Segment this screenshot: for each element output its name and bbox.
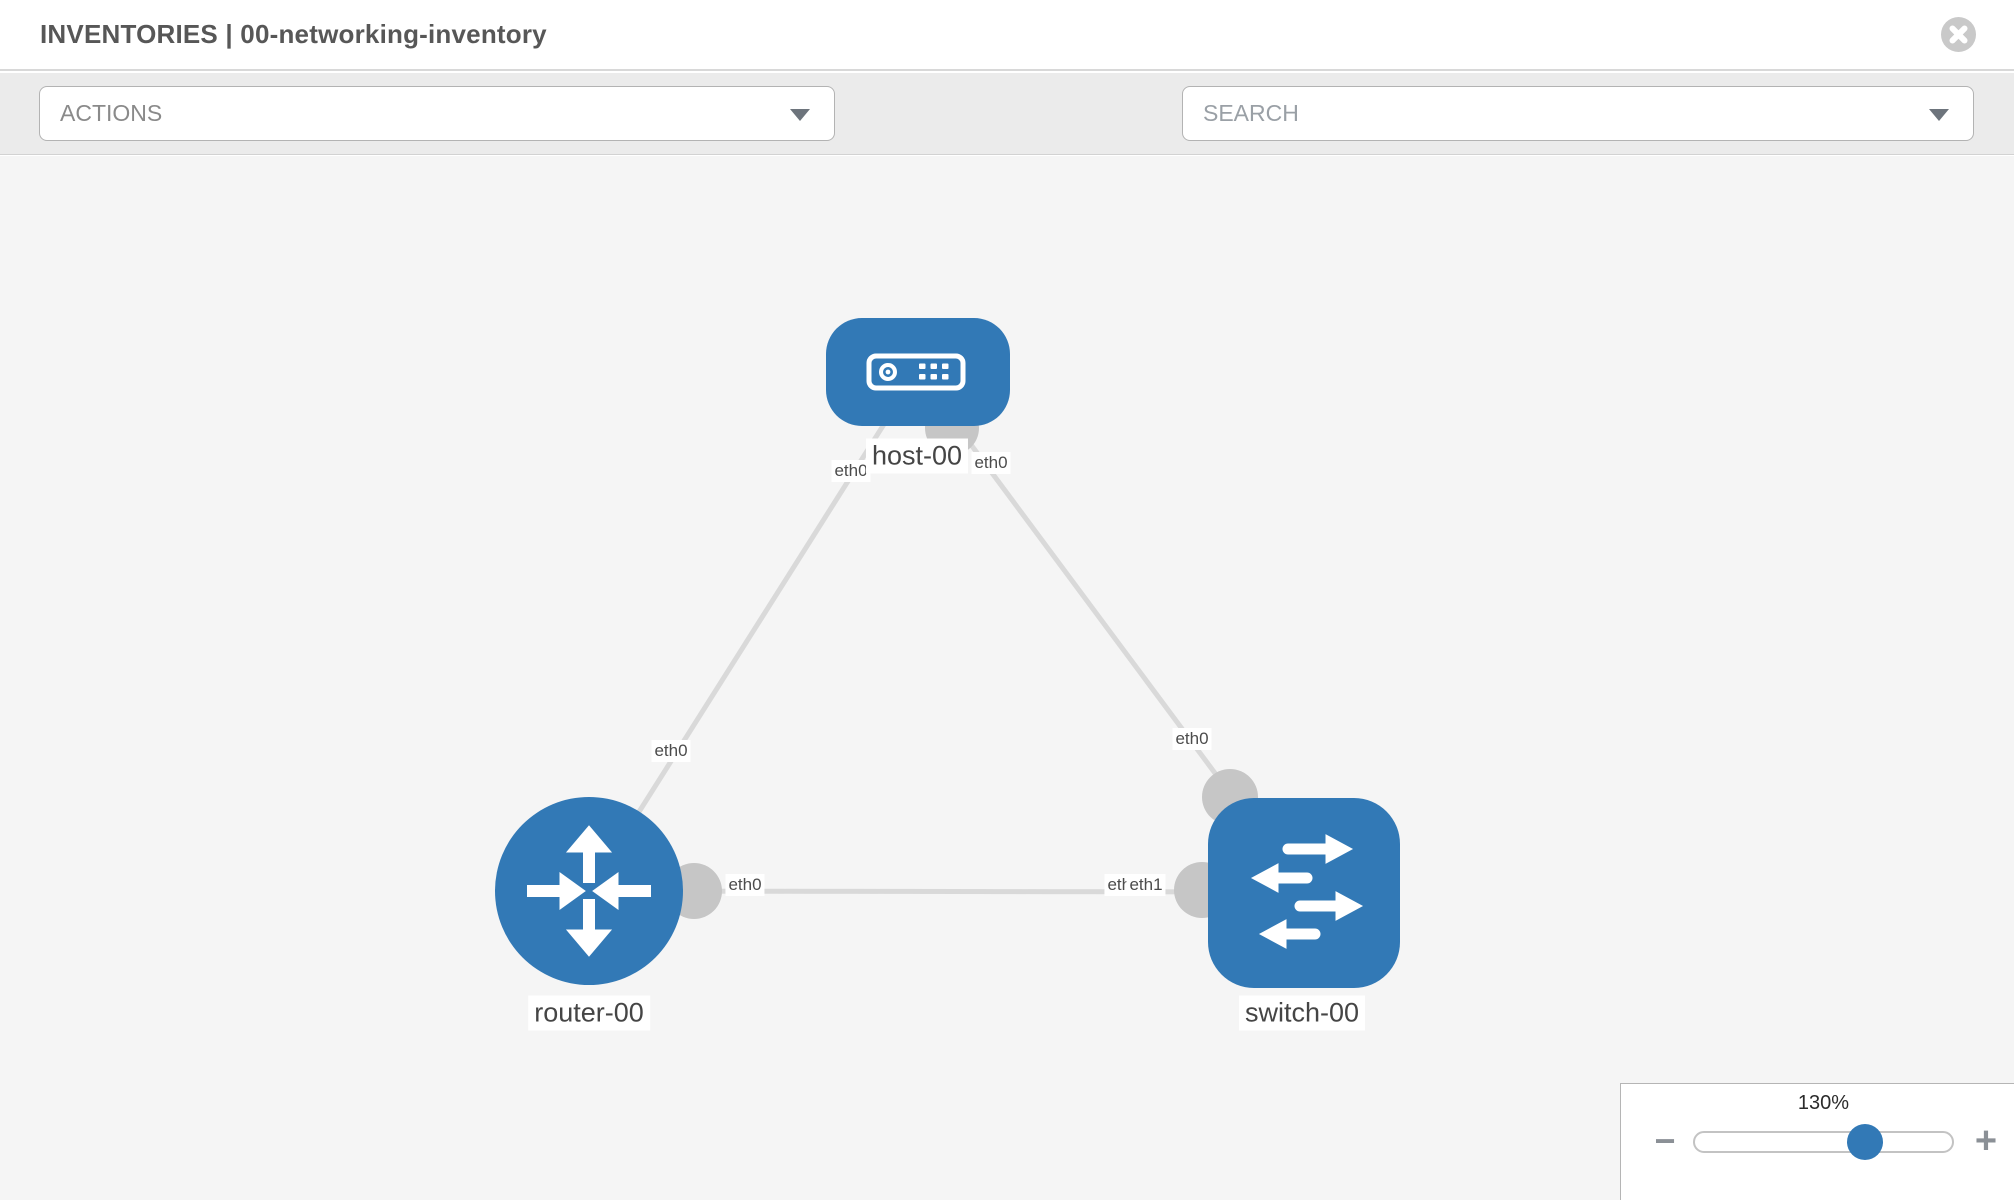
link-host-router[interactable]	[586, 370, 920, 893]
interface-label: eth0	[725, 874, 765, 896]
host-icon	[866, 353, 966, 391]
zoom-slider-thumb[interactable]	[1847, 1124, 1883, 1160]
page-title: INVENTORIES | 00-networking-inventory	[40, 19, 547, 49]
interface-label: eth0	[651, 740, 691, 762]
chevron-down-icon	[790, 109, 810, 121]
topology-canvas[interactable]: eth0 eth0 eth0 eth0 eth0 eth0 eth1 host-…	[0, 156, 2014, 1200]
node-switch-00[interactable]	[1208, 798, 1400, 988]
node-label-router-00: router-00	[528, 995, 650, 1031]
zoom-in-button[interactable]: +	[1974, 1120, 1998, 1162]
zoom-level: 130%	[1797, 1092, 1850, 1114]
switch-icon	[1250, 834, 1364, 949]
toolbar: ACTIONS	[0, 73, 2014, 204]
node-host-00[interactable]	[826, 318, 1010, 426]
interface-label: eth1	[1126, 874, 1166, 896]
chevron-down-icon	[1929, 109, 1949, 121]
zoom-slider-track[interactable]	[1693, 1124, 1954, 1160]
interface-label: eth0	[971, 452, 1011, 474]
interface-label: eth0	[831, 460, 871, 482]
close-button[interactable]	[1941, 17, 1976, 52]
zoom-panel: 130% − +	[1620, 1083, 2014, 1200]
header: INVENTORIES | 00-networking-inventory	[0, 0, 2014, 71]
node-label-host-00: host-00	[865, 438, 969, 474]
node-router-00[interactable]	[495, 797, 683, 985]
actions-dropdown-label: ACTIONS	[60, 100, 163, 126]
close-icon	[1949, 25, 1968, 44]
interface-label: eth0	[1172, 728, 1212, 750]
router-icon	[527, 825, 651, 957]
search-input[interactable]	[1183, 87, 1913, 140]
node-label-switch-00: switch-00	[1238, 995, 1366, 1031]
actions-dropdown[interactable]: ACTIONS	[39, 86, 835, 141]
search-dropdown[interactable]	[1182, 86, 1974, 141]
zoom-out-button[interactable]: −	[1654, 1120, 1676, 1161]
